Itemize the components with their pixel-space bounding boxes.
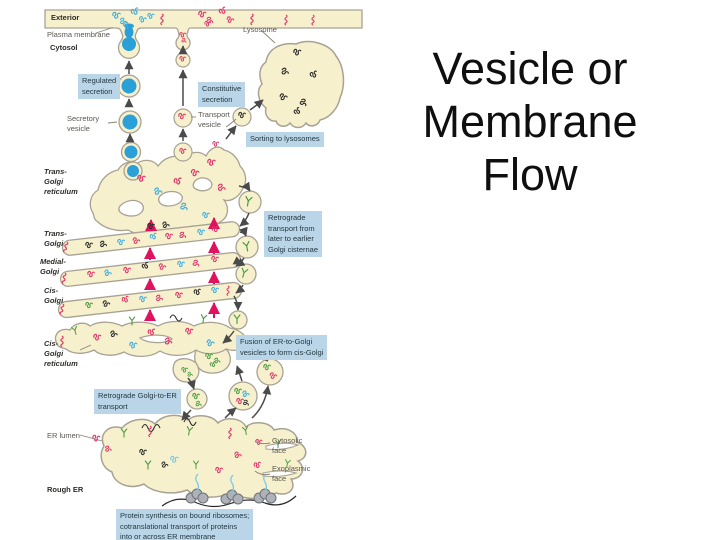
label-exterior: Exterior [51, 13, 80, 22]
retrograde-vesicles [228, 190, 262, 330]
callout-fusion-er-to-golgi: Fusion of ER-to-Golgi vesicles to form c… [236, 335, 328, 360]
label-cytosolic-face: Cytosolic face [272, 436, 303, 455]
callout-retrograde-golgi-to-er: Retrograde Golgi-to-ER transport [94, 389, 181, 414]
label-er-lumen: ER lumen [47, 431, 80, 440]
callout-retrograde-transport: Retrograde transport from later to earli… [264, 211, 323, 257]
pointer-lines [79, 27, 276, 476]
label-medial-golgi: Medial- Golgi [40, 257, 66, 276]
slide-title: Vesicle or Membrane Flow [388, 42, 672, 201]
plasma-membrane-shape [44, 9, 363, 59]
label-trans-golgi-reticulum: Trans- Golgi reticulum [44, 167, 78, 196]
label-cis-golgi: Cis- Golgi [44, 286, 64, 305]
cis-golgi-reticulum-shape [54, 320, 247, 383]
slide-title-line-2: Membrane [422, 96, 638, 148]
rough-er-shape [100, 314, 307, 500]
label-transport-vesicle: Transport vesicle [198, 110, 230, 129]
callout-constitutive-secretion: Constitutive secretion [198, 82, 246, 107]
label-trans-golgi: Trans- Golgi [44, 229, 67, 248]
label-exoplasmic-face: Exoplasmic face [272, 464, 311, 483]
callout-regulated-secretion: Regulated secretion [78, 74, 121, 99]
label-plasma-membrane: Plasma membrane [47, 30, 110, 39]
ribosomes [161, 473, 297, 508]
label-secretory-vesicle: Secretory vesicle [67, 114, 100, 133]
callout-protein-synthesis: Protein synthesis on bound ribosomes; co… [116, 509, 254, 540]
callout-sorting-to-lysosomes: Sorting to lysosomes [246, 132, 324, 147]
label-rough-er: Rough ER [47, 485, 84, 494]
lysosome-shape [257, 40, 345, 129]
slide-title-line-3: Flow [482, 149, 578, 201]
label-cytosol: Cytosol [50, 43, 78, 52]
label-cis-golgi-reticulum: Cis- Golgi reticulum [44, 339, 78, 368]
slide-title-line-1: Vesicle or [432, 43, 628, 94]
label-lysosome: Lysosome [243, 25, 277, 34]
trans-golgi-network-shape [89, 146, 247, 236]
